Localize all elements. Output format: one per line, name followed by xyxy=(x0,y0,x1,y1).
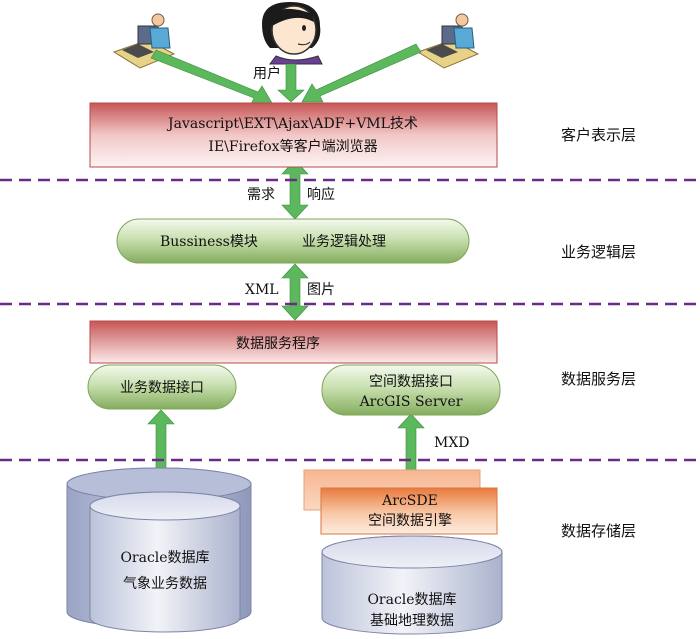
layer-label-client: 客户表示层 xyxy=(561,126,636,144)
spatial-interface-line1: 空间数据接口 xyxy=(369,373,453,390)
user-computer-icon-right xyxy=(416,13,480,69)
spatial-interface-line2: ArcGIS Server xyxy=(359,394,463,410)
layer-label-service: 数据服务层 xyxy=(561,370,636,388)
arrow-client-logic xyxy=(281,159,309,220)
oracle-database-right: Oracle数据库 基础地理数据 xyxy=(321,535,503,635)
client-box-line2: IE\Firefox等客户端浏览器 xyxy=(208,138,377,155)
arcsde-line2: 空间数据引擎 xyxy=(368,513,452,529)
oracle-right-line2: 基础地理数据 xyxy=(370,612,454,629)
logic-box-right: 业务逻辑处理 xyxy=(302,234,386,250)
spatial-data-interface: 空间数据接口 ArcGIS Server xyxy=(321,364,501,416)
layer-label-logic: 业务逻辑层 xyxy=(561,243,636,261)
response-label: 响应 xyxy=(307,186,335,203)
layer-label-storage: 数据存储层 xyxy=(561,522,636,540)
arcsde-line1: ArcSDE xyxy=(381,493,438,509)
request-label: 需求 xyxy=(247,187,275,203)
user-computer-icon-left xyxy=(112,13,176,69)
layer-dividers xyxy=(0,178,700,462)
user-face-icon xyxy=(262,2,323,65)
oracle-left-line2: 气象业务数据 xyxy=(123,576,207,592)
business-interface-label: 业务数据接口 xyxy=(120,379,204,396)
client-presentation-box: Javascript\EXT\Ajax\ADF+VML技术 IE\Firefox… xyxy=(89,102,498,168)
arrow-user-center-to-client xyxy=(277,63,305,103)
client-box-line1: Javascript\EXT\Ajax\ADF+VML技术 xyxy=(166,116,418,132)
data-service-label: 数据服务程序 xyxy=(236,336,320,352)
business-data-interface: 业务数据接口 xyxy=(87,364,237,410)
data-service-box: 数据服务程序 xyxy=(89,320,498,364)
arrow-user-right-to-client xyxy=(301,43,422,103)
image-label: 图片 xyxy=(307,282,335,298)
business-logic-box: Bussiness模块 业务逻辑处理 xyxy=(116,218,470,264)
arcsde-engine-box: ArcSDE 空间数据引擎 xyxy=(303,469,498,535)
xml-label: XML xyxy=(245,282,279,298)
arrow-user-left-to-client xyxy=(150,49,273,105)
user-label: 用户 xyxy=(253,65,281,82)
arrow-logic-service xyxy=(281,263,309,321)
oracle-left-line1: Oracle数据库 xyxy=(120,550,209,566)
oracle-right-line1: Oracle数据库 xyxy=(367,592,456,608)
oracle-database-left: Oracle数据库 气象业务数据 xyxy=(66,467,252,633)
mxd-label: MXD xyxy=(434,435,470,451)
logic-box-left: Bussiness模块 xyxy=(160,234,258,250)
